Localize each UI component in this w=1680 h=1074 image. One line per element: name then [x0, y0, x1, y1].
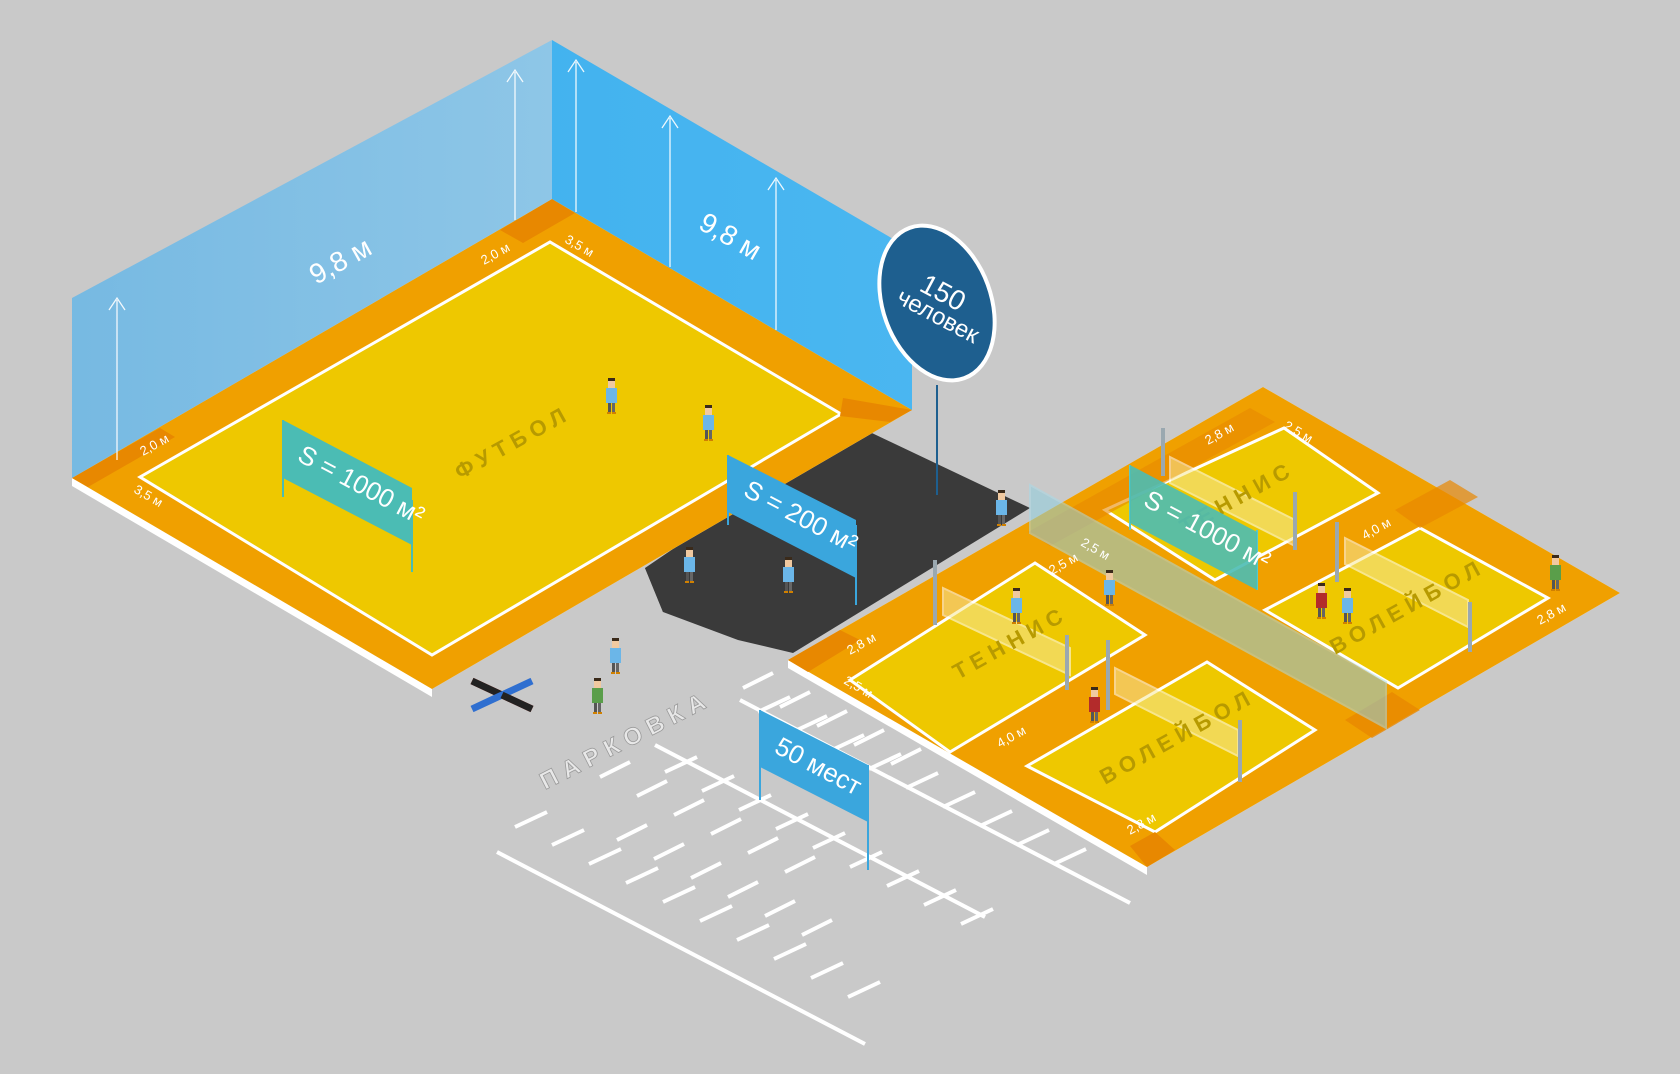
- parking-sign: 50 мест: [759, 710, 869, 870]
- wall-height-arrows: [108, 58, 785, 460]
- person-figure: [1342, 588, 1353, 624]
- football-wall-left: [72, 40, 552, 478]
- person-figure: [1011, 588, 1022, 624]
- person-figure: [783, 557, 794, 593]
- net-posts: [933, 428, 1472, 782]
- football-field: [72, 199, 912, 697]
- football-wall-right: [552, 40, 912, 410]
- court-nets: [942, 455, 1469, 758]
- person-figure: [703, 405, 714, 441]
- person-figure: [606, 378, 617, 414]
- person-figure: [1089, 687, 1100, 723]
- person-figure: [1104, 570, 1115, 606]
- person-figure: [1550, 555, 1561, 591]
- person-figure: [592, 678, 603, 714]
- person-figure: [996, 490, 1007, 526]
- parking-label: ПАРКОВКА: [535, 685, 716, 795]
- people: [592, 378, 1561, 723]
- compass-icon: [470, 677, 534, 713]
- person-figure: [684, 547, 695, 583]
- person-figure: [610, 638, 621, 674]
- capacity-badge: 150 человек: [877, 223, 997, 495]
- glass-partition: [1029, 483, 1387, 730]
- person-figure: [1316, 583, 1327, 619]
